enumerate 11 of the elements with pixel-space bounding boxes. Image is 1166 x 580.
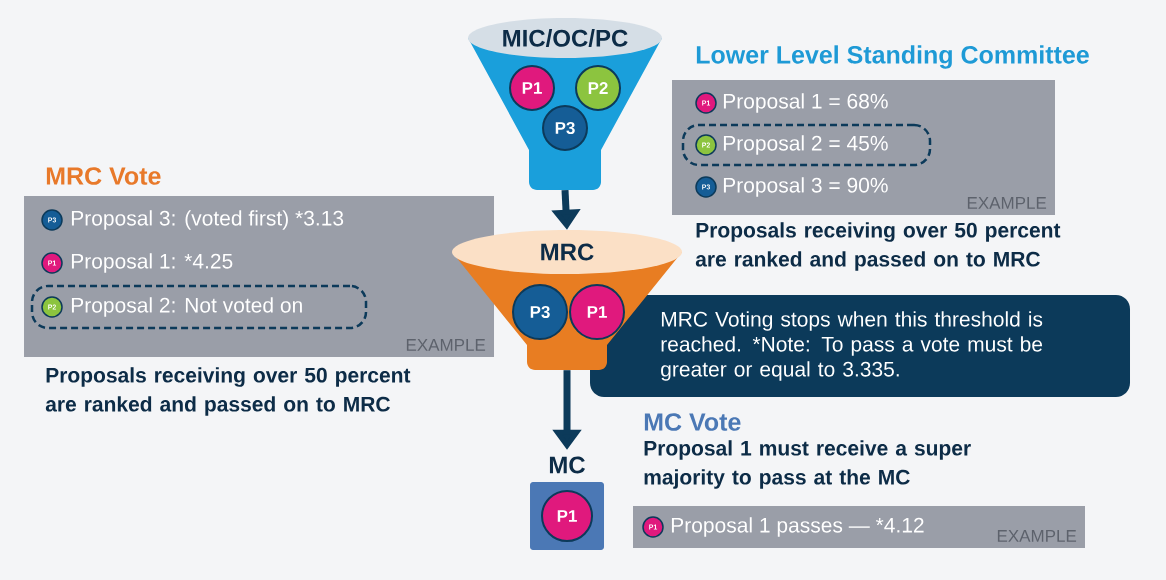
row-text: Proposal 1 = 68% (723, 93, 888, 113)
row-text: Proposal 3 = 90% (723, 177, 888, 197)
row-text: Proposal 1 passes — *4.12 (671, 517, 924, 537)
row-text: Proposal 3: (voted first) *3.13 (71, 210, 344, 230)
caption: Proposals receiving over 50 percent are ranked and passed on to MRC (695, 222, 1061, 271)
row-text: Proposal 1: *4.25 (71, 253, 233, 273)
heading: MRC Vote (46, 167, 161, 185)
subheading: Proposal 1 must receive a super majority to pass at the MC (644, 440, 971, 489)
heading: MC Vote (644, 413, 741, 431)
caption: Proposals receiving over 50 percent are ranked and passed on to MRC (45, 367, 411, 416)
heading: Lower Level Standing Committee (696, 45, 1089, 69)
